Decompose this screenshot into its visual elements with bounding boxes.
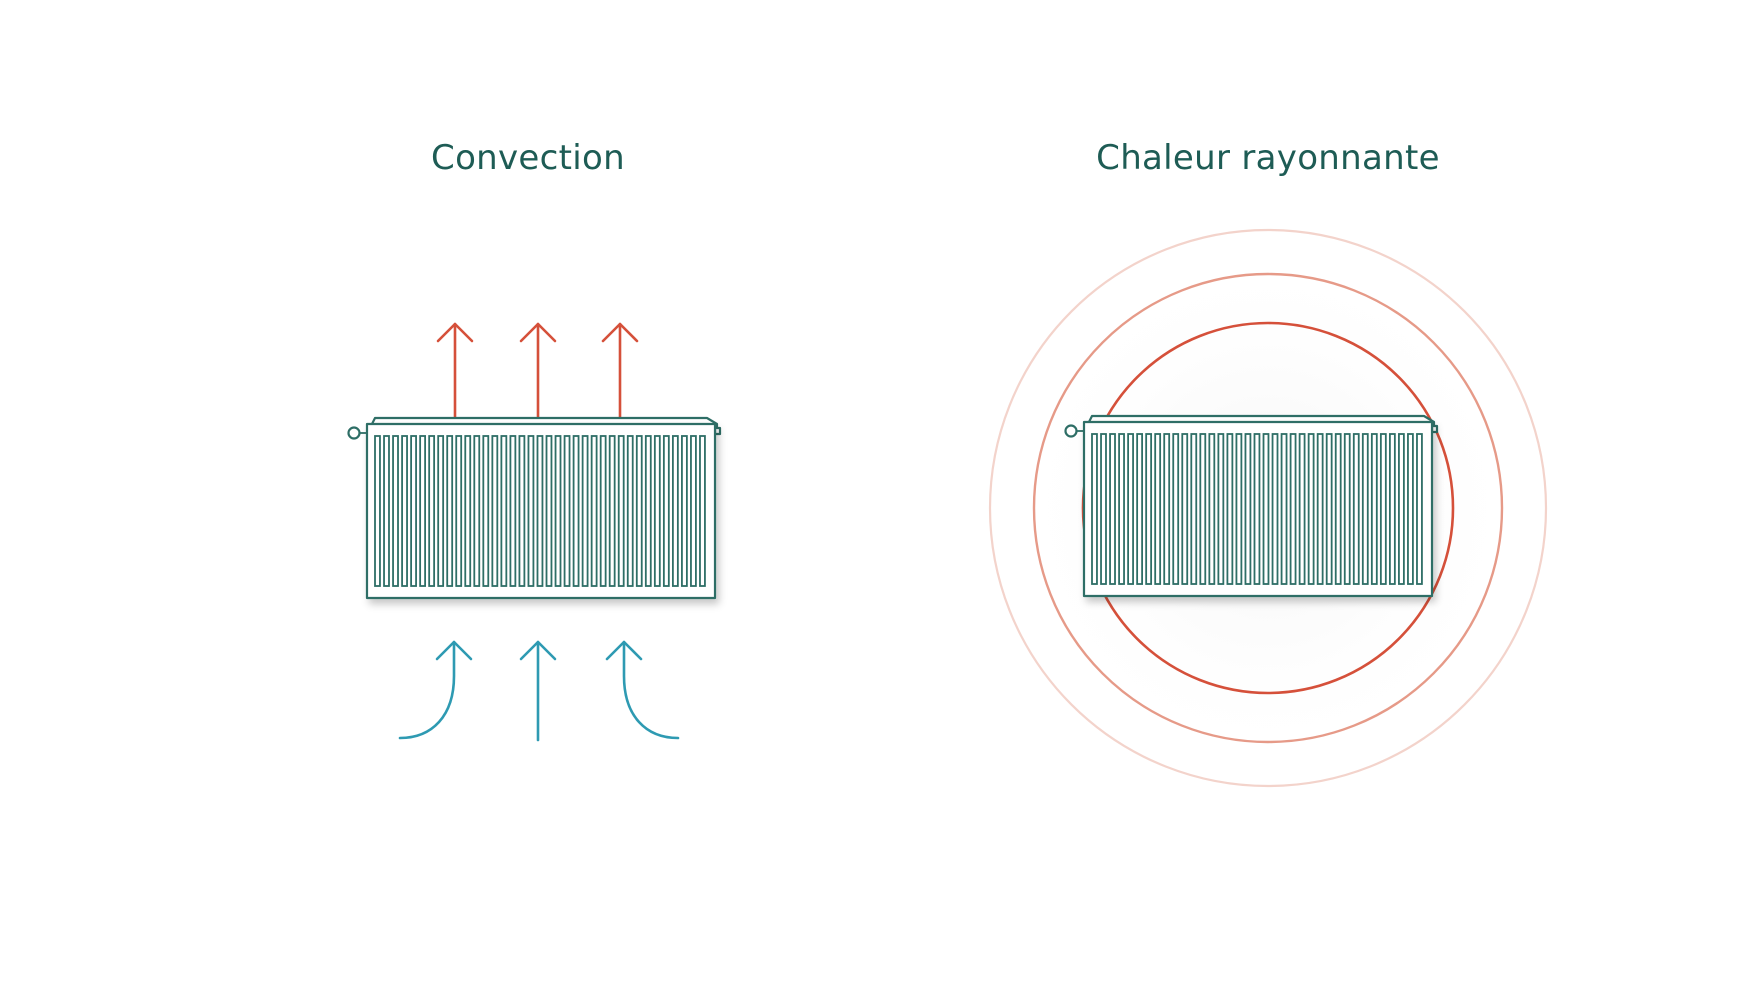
convection-panel [347, 322, 722, 742]
radiator-fin [653, 435, 661, 587]
radiator-valve [1064, 424, 1078, 438]
radiator-fin [699, 435, 706, 587]
arrow-head [519, 640, 557, 661]
arrow-head [601, 322, 639, 343]
radiator-fin [599, 435, 607, 587]
radiator-fin [590, 435, 598, 587]
radiator-fin [554, 435, 562, 587]
hot-air-arrows [436, 322, 639, 424]
radiator-fin [491, 435, 499, 587]
radiant-ring-outer [988, 228, 1548, 788]
radiator-fin [392, 435, 399, 587]
radiator-fin [518, 435, 526, 587]
curved-arrow-up-icon [398, 640, 456, 740]
radiator-fin [1163, 433, 1171, 585]
radiator-fin [1109, 433, 1116, 585]
curved-arrow-up-icon [622, 640, 680, 740]
radiator-fin [383, 435, 390, 587]
radiator-fin [1190, 433, 1198, 585]
arrow-head [605, 640, 643, 661]
radiator-fin [662, 435, 670, 587]
radiator-fin [428, 435, 436, 587]
radiator-fin [1334, 433, 1342, 585]
radiator-fin [1398, 433, 1405, 585]
radiator-fin [1118, 433, 1125, 585]
radiator-fin [1091, 433, 1098, 585]
radiator-fin [1199, 433, 1207, 585]
radiator-valve [347, 426, 361, 440]
radiator-fin [608, 435, 616, 587]
radiator-fin [437, 435, 445, 587]
radiator-fin [617, 435, 625, 587]
radiator-fin [527, 435, 535, 587]
radiator-fin [690, 435, 697, 587]
radiator-fin [1145, 433, 1153, 585]
radiator-fin [1181, 433, 1189, 585]
radiator-fin [401, 435, 408, 587]
arrow-head [519, 322, 557, 343]
radiator-fin [1298, 433, 1306, 585]
radiator-fin [1407, 433, 1414, 585]
radiator-fin [1352, 433, 1360, 585]
radiator-fin [1262, 433, 1270, 585]
radiator-fin [671, 435, 679, 587]
radiator-fin [644, 435, 652, 587]
radiator-fin [1343, 433, 1351, 585]
radiator-fin [635, 435, 643, 587]
radiator-fin [1416, 433, 1423, 585]
arrow-head [435, 640, 473, 661]
radiator-fin [464, 435, 472, 587]
radiator-fin [1325, 433, 1333, 585]
cold-air-arrows [398, 640, 680, 742]
radiator-fin [455, 435, 463, 587]
radiant-ring-middle [1032, 272, 1504, 744]
radiator-fin [581, 435, 589, 587]
radiator-fin [473, 435, 481, 587]
arrow-head [436, 322, 474, 343]
radiator-fin [1388, 433, 1396, 585]
radiator-fin [1217, 433, 1225, 585]
radiator-fin [1172, 433, 1180, 585]
radiator-fin [446, 435, 454, 587]
radiator-fin [1154, 433, 1162, 585]
radiator-fin [1271, 433, 1279, 585]
radiator-fin [374, 435, 381, 587]
radiator-icon [347, 416, 722, 600]
radiator-body [1082, 420, 1434, 598]
radiator-fin [1136, 433, 1144, 585]
radiator-fin [563, 435, 571, 587]
radiator-fin [572, 435, 580, 587]
radiator-fin [1307, 433, 1315, 585]
radiant-heat-title: Chaleur rayonnante [1096, 138, 1440, 178]
radiator-fin [1379, 433, 1387, 585]
radiator-fin [1127, 433, 1134, 585]
radiator-fin [1370, 433, 1378, 585]
radiator-fin [1253, 433, 1261, 585]
radiator-fin [1208, 433, 1216, 585]
radiator-icon [1064, 414, 1439, 598]
radiator-fin [681, 435, 688, 587]
radiator-fin [1361, 433, 1369, 585]
radiator-body [365, 422, 717, 600]
radiator-fin [1100, 433, 1107, 585]
radiator-fin [1316, 433, 1324, 585]
radiator-fin [536, 435, 544, 587]
convection-title: Convection [431, 138, 625, 178]
radiator-fin [1226, 433, 1234, 585]
radiator-fin [1235, 433, 1243, 585]
radiator-fin [482, 435, 490, 587]
radiator-fin [419, 435, 427, 587]
radiator-fin [626, 435, 634, 587]
radiant-heat-panel [988, 228, 1548, 788]
radiator-fin [500, 435, 508, 587]
radiator-fin [545, 435, 553, 587]
radiator-fin [410, 435, 417, 587]
radiator-fin [1289, 433, 1297, 585]
radiator-fin [1280, 433, 1288, 585]
radiator-fin [509, 435, 517, 587]
radiator-fin [1244, 433, 1252, 585]
